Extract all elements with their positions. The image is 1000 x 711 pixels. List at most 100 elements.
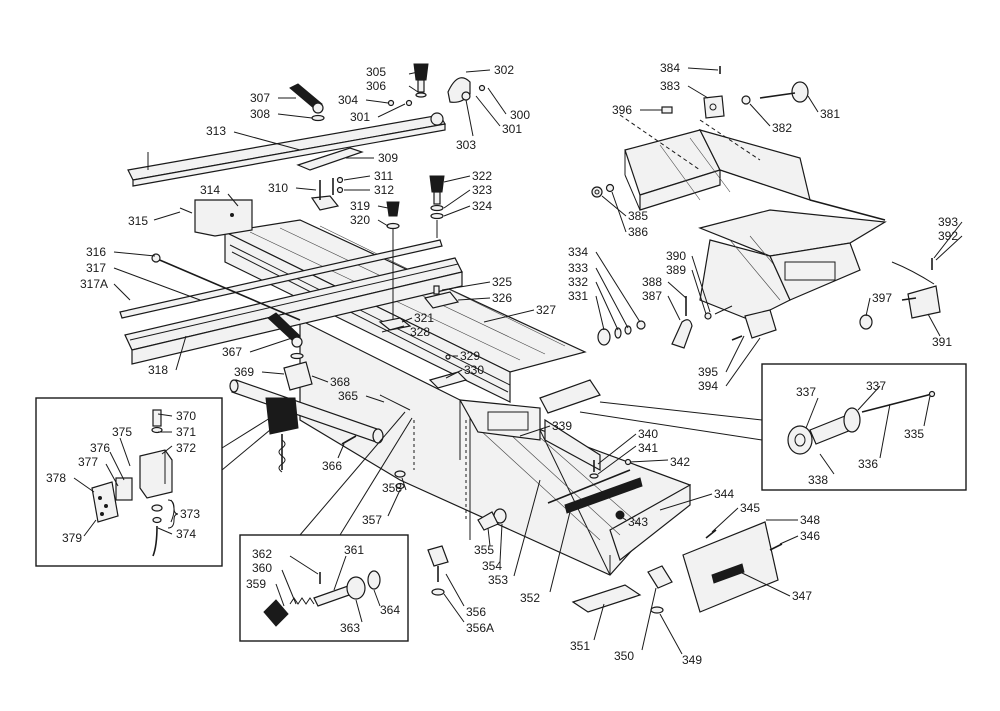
label-324: 324 <box>472 199 492 213</box>
label-356A: 356A <box>466 621 494 635</box>
label-338: 338 <box>808 473 828 487</box>
label-381: 381 <box>820 107 840 121</box>
label-375: 375 <box>112 425 132 439</box>
label-382: 382 <box>772 121 792 135</box>
label-337-a: 337 <box>796 385 816 399</box>
label-377: 377 <box>78 455 98 469</box>
label-326: 326 <box>492 291 512 305</box>
inset-roller-parts <box>761 363 967 491</box>
label-389: 389 <box>666 263 686 277</box>
label-349: 349 <box>682 653 702 667</box>
label-327: 327 <box>536 303 556 317</box>
label-370: 370 <box>176 409 196 423</box>
clamp-356 <box>427 545 449 596</box>
label-316: 316 <box>86 245 106 259</box>
label-347: 347 <box>792 589 812 603</box>
label-344: 344 <box>714 487 734 501</box>
top-fence <box>127 112 446 187</box>
label-313: 313 <box>206 124 226 138</box>
label-392: 392 <box>938 229 958 243</box>
label-385: 385 <box>628 209 648 223</box>
plate-314 <box>179 199 253 237</box>
label-366: 366 <box>322 459 342 473</box>
label-368: 368 <box>330 375 350 389</box>
label-325: 325 <box>492 275 512 289</box>
label-350: 350 <box>614 649 634 663</box>
right-middle-assembly <box>671 199 941 349</box>
knob-319 <box>386 201 400 330</box>
label-309: 309 <box>378 151 398 165</box>
label-369: 369 <box>234 365 254 379</box>
label-303: 303 <box>456 138 476 152</box>
label-315: 315 <box>128 214 148 228</box>
label-364: 364 <box>380 603 400 617</box>
label-329: 329 <box>460 349 480 363</box>
label-319: 319 <box>350 199 370 213</box>
top-right-assembly <box>591 66 811 211</box>
label-390: 390 <box>666 249 686 263</box>
label-339: 339 <box>552 419 572 433</box>
label-396: 396 <box>612 103 632 117</box>
label-374: 374 <box>176 527 196 541</box>
label-317: 317 <box>86 261 106 275</box>
fence-lock-367 <box>229 312 384 444</box>
bottom-right-parts <box>571 458 783 614</box>
label-308: 308 <box>250 107 270 121</box>
switch-box-hanging <box>265 397 299 473</box>
label-337-b: 337 <box>866 379 886 393</box>
label-332: 332 <box>568 275 588 289</box>
label-395: 395 <box>698 365 718 379</box>
label-323: 323 <box>472 183 492 197</box>
parts-321-330 <box>378 317 468 389</box>
inset-switch-parts <box>35 397 223 567</box>
label-341: 341 <box>638 441 658 455</box>
label-357: 357 <box>362 513 382 527</box>
label-351: 351 <box>570 639 590 653</box>
inset-plunger-parts <box>239 534 409 642</box>
label-397: 397 <box>872 291 892 305</box>
label-300: 300 <box>510 108 530 122</box>
label-363: 363 <box>340 621 360 635</box>
label-378: 378 <box>46 471 66 485</box>
label-367: 367 <box>222 345 242 359</box>
label-359: 359 <box>246 577 266 591</box>
fence-rail <box>119 239 463 365</box>
bearing-331 <box>597 320 646 346</box>
label-361: 361 <box>344 543 364 557</box>
roller-parts-inset <box>787 390 936 455</box>
label-383: 383 <box>660 79 680 93</box>
label-318: 318 <box>148 363 168 377</box>
label-321: 321 <box>414 311 434 325</box>
label-391: 391 <box>932 335 952 349</box>
label-372: 372 <box>176 441 196 455</box>
label-322: 322 <box>472 169 492 183</box>
label-330: 330 <box>464 363 484 377</box>
label-301-b: 301 <box>502 122 522 136</box>
plunger-parts-inset <box>263 570 381 627</box>
label-301-a: 301 <box>350 110 370 124</box>
label-311: 311 <box>374 169 393 183</box>
label-343: 343 <box>628 515 648 529</box>
knob-322 <box>429 175 445 238</box>
label-387: 387 <box>642 289 662 303</box>
label-379: 379 <box>62 531 82 545</box>
label-304: 304 <box>338 93 358 107</box>
lower-small-parts <box>394 420 507 531</box>
label-305: 305 <box>366 65 386 79</box>
label-393: 393 <box>938 215 958 229</box>
knob-305 <box>387 63 486 107</box>
label-362: 362 <box>252 547 272 561</box>
label-365: 365 <box>338 389 358 403</box>
label-356: 356 <box>466 605 486 619</box>
label-346: 346 <box>800 529 820 543</box>
label-333: 333 <box>568 261 588 275</box>
label-352: 352 <box>520 591 540 605</box>
label-360: 360 <box>252 561 272 575</box>
part-number-labels: 305 302 306 304 301 300 301 303 307 308 … <box>46 61 958 667</box>
label-310: 310 <box>268 181 288 195</box>
label-373: 373 <box>180 507 200 521</box>
label-340: 340 <box>638 427 658 441</box>
label-394: 394 <box>698 379 718 393</box>
label-388: 388 <box>642 275 662 289</box>
